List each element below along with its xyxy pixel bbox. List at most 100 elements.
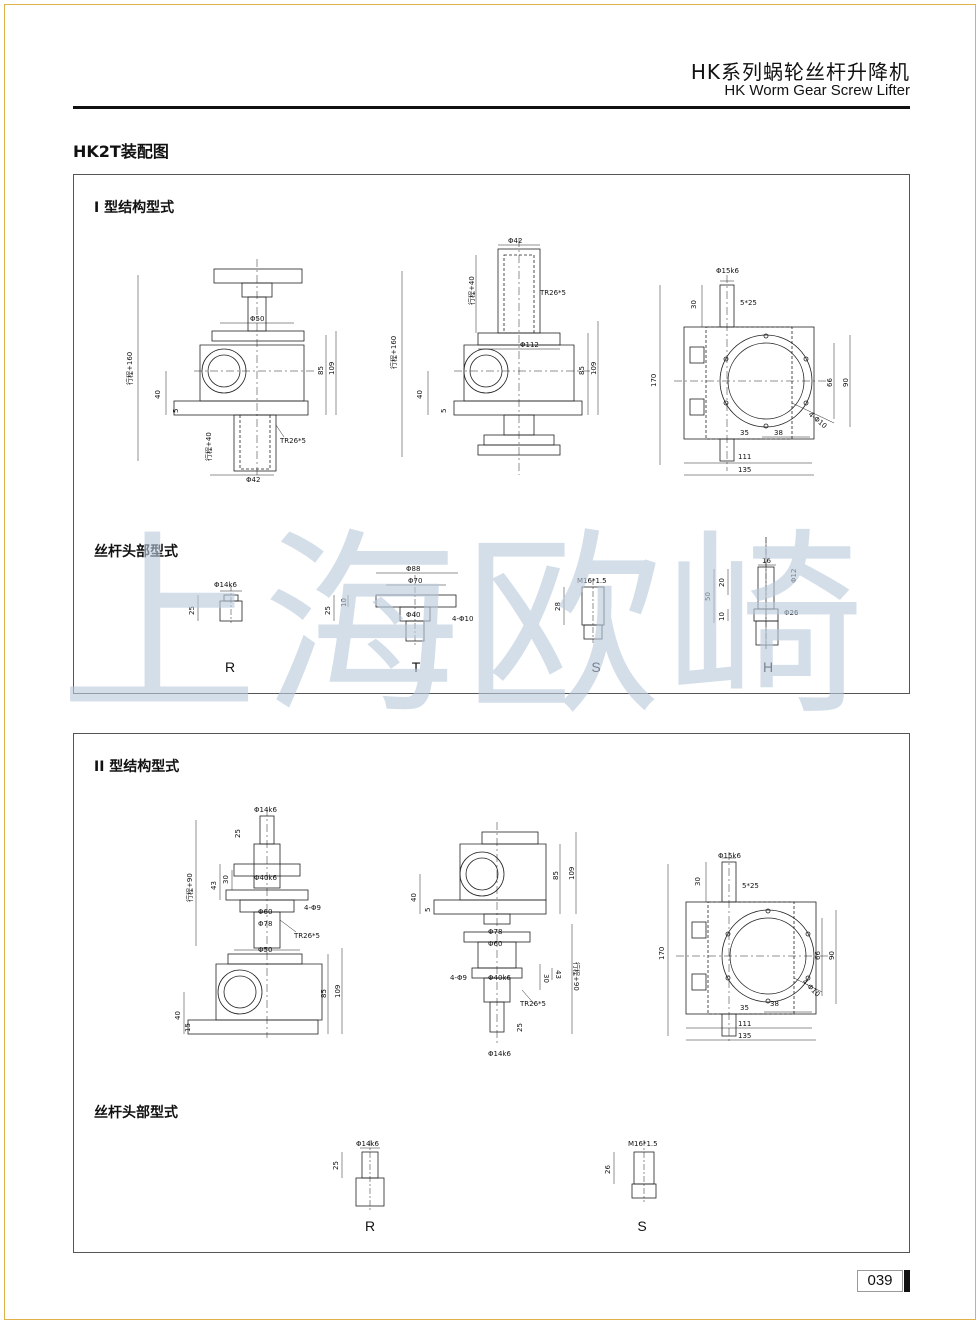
section-title: HK2T装配图 [73,142,169,161]
dim-d3-key: 5*25 [740,299,757,307]
type-2-drawings: Φ14k6 25 行程+90 43 30 Φ40k6 4-Φ9 Φ60 Φ78 … [174,806,837,1210]
dim-d2-tr: TR26*5 [539,289,566,297]
type-2-head-title: 丝杆头部型式 [94,1105,178,1121]
dim-s2-26: 26 [604,1165,612,1174]
dim-e2-holes: 4-Φ9 [450,974,467,982]
head-s-drawing-2 [613,1140,657,1202]
dim-s-28: 28 [554,602,562,611]
head-t-drawing [333,572,458,645]
head-label-s-2: S [637,1218,647,1234]
dim-d1-phi50: Φ50 [250,315,264,323]
watermark: 上海欧崎 [60,511,868,742]
dim-e2-phi40: Φ40k6 [488,974,511,982]
dim-e3-30: 30 [694,877,702,886]
dim-e3-phi15: Φ15k6 [718,852,741,860]
structure-type-1-panel: I 型结构型式 丝杆头部型式 R T S H Φ50 行 [73,174,910,694]
dim-d2-85: 85 [578,366,586,375]
dim-r-25: 25 [188,606,196,615]
dim-e3-90: 90 [828,951,836,960]
head-label-r-2: R [364,1218,376,1234]
dim-e1-tr: TR26*5 [293,932,320,940]
type-1-head-title: 丝杆头部型式 [94,544,178,560]
dim-h-16: 16 [762,557,771,565]
dim-e1-85: 85 [320,989,328,998]
dim-e1-43: 43 [210,881,218,890]
dim-d1-stroke160: 行程+160 [125,352,134,385]
dim-d3-phi15: Φ15k6 [716,267,739,275]
dim-h-50: 50 [704,592,712,601]
dim-d1-40: 40 [154,390,162,399]
head-label-s: S [591,659,601,675]
dim-d2-5: 5 [440,409,448,413]
header-title-en: HK Worm Gear Screw Lifter [724,82,910,99]
dim-e3-111: 111 [738,1020,751,1028]
type-1-front-view-b [401,239,599,475]
dim-e1-phi78: Φ78 [258,920,272,928]
dim-d1-109: 109 [328,362,336,375]
dim-e2-tr: TR26*5 [519,1000,546,1008]
type-2-side-view [667,852,837,1044]
dim-e2-43: 43 [554,970,562,979]
dim-e3-135: 135 [738,1032,751,1040]
dim-e2-5: 5 [424,908,432,912]
dim-d3-30: 30 [690,300,698,309]
dim-d2-phi42: Φ42 [508,237,522,245]
type-1-title: I 型结构型式 [94,200,175,216]
dim-h-10: 10 [718,612,726,621]
type-2-title: II 型结构型式 [94,759,180,775]
dim-d1-stroke40: 行程+40 [204,432,213,461]
dim-t-phi70: Φ70 [408,577,422,585]
dim-t-10: 10 [340,598,348,607]
dim-d3-66: 66 [826,378,834,387]
dim-d2-109: 109 [590,362,598,375]
dim-e1-109: 109 [334,985,342,998]
dim-e2-30: 30 [542,974,550,983]
head-h-drawing [713,537,779,649]
dim-e1-phi14: Φ14k6 [254,806,277,814]
dim-t-phi40: Φ40 [406,611,420,619]
dim-e1-phi50: Φ50 [258,946,272,954]
dim-e1-40: 40 [174,1011,182,1020]
dim-e1-15: 15 [184,1023,192,1032]
page-number-bar [904,1270,910,1292]
dim-d3-38: 38 [774,429,783,437]
dim-d3-111: 111 [738,453,751,461]
dim-r2-25: 25 [332,1161,340,1170]
dim-e3-key: 5*25 [742,882,759,890]
dim-d2-stroke40: 行程+40 [467,276,476,305]
type-1-drawings: Φ50 行程+160 行程+40 40 5 85 109 TR26*5 Φ42 [125,237,851,649]
dim-e2-phi60: Φ60 [488,940,502,948]
page-number: 039 [857,1270,903,1292]
dim-d2-phi112: Φ112 [520,341,539,349]
dim-h-phi12: Φ12 [790,569,798,583]
dim-e2-109: 109 [568,867,576,880]
dim-e2-40: 40 [410,893,418,902]
dim-e2-25: 25 [516,1023,524,1032]
dim-r2-phi14: Φ14k6 [356,1140,379,1148]
dim-e2-phi78: Φ78 [488,928,502,936]
dim-s-m16: M16*1.5 [577,577,607,585]
header-title-cn: HK系列蜗轮丝杆升降机 [690,60,910,84]
dim-d3-35: 35 [740,429,749,437]
header-rule [73,106,910,109]
dim-d2-40: 40 [416,390,424,399]
dim-e1-25: 25 [234,829,242,838]
dim-d3-170: 170 [650,374,658,387]
head-label-h: H [762,659,774,675]
dim-d3-135: 135 [738,466,751,474]
dim-e1-stroke90: 行程+90 [185,873,194,902]
page-border [4,4,976,1320]
type-2-front-view-a [183,808,343,1038]
head-r-drawing-2 [341,1140,385,1210]
structure-type-2-panel: II 型结构型式 丝杆头部型式 R S Φ14k6 [73,733,910,1253]
head-label-t: T [411,659,421,675]
dim-e3-35: 35 [740,1004,749,1012]
type-1-front-view-a [137,259,337,476]
dim-e3-170: 170 [658,947,666,960]
dim-e1-30: 30 [222,875,230,884]
type-2-front-view-b [419,822,577,1044]
dim-d3-90: 90 [842,378,850,387]
dim-r-phi14: Φ14k6 [214,581,237,589]
dim-e3-holes: 4-Φ10 [801,978,822,999]
dim-d1-85: 85 [317,366,325,375]
